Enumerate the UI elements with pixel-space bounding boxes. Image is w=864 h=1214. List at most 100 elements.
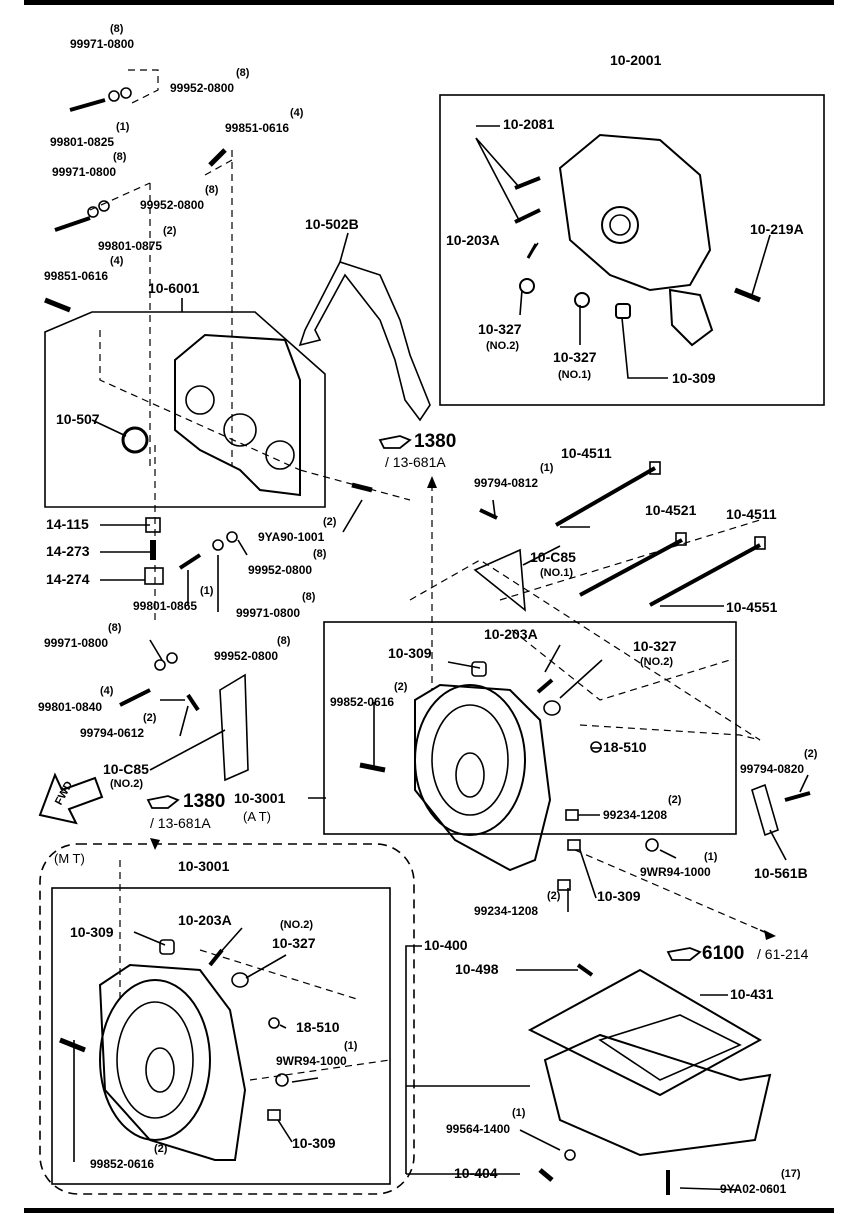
rear-housing-mt-box [51,887,391,1185]
part-number-label: 99851-0616 [44,269,109,283]
quantity-label: (1) [344,1040,358,1052]
mt-dashed-outline [39,843,415,1195]
part-number-label: 10-309 [70,924,114,940]
part-number-label: 10-219A [750,221,804,237]
quantity-label: (2) [394,681,408,693]
part-number-label: 99234-1208 [474,904,539,918]
part-number-label: 10-400 [424,937,468,953]
reference-number: 1380 [183,791,226,812]
part-number-label: 99851-0616 [225,121,290,135]
part-number-label: 99952-0800 [248,563,313,577]
part-number-label: 10-327 [633,638,677,654]
part-number-label: 9YA02-0601 [720,1182,787,1196]
part-number-label: 99794-0612 [80,726,145,740]
part-variant-label: (NO.2) [280,919,313,931]
part-number-label: 99971-0800 [236,606,301,620]
part-number-label: 10-309 [388,645,432,661]
part-variant-label: (NO.1) [558,369,591,381]
part-number-label: 10-4511 [561,445,612,461]
part-number-label: 10-203A [446,232,500,248]
part-number-label: 99801-0825 [50,135,115,149]
part-number-label: 99971-0800 [44,636,109,650]
part-number-label: 99564-1400 [446,1122,511,1136]
quantity-label: (1) [200,585,214,597]
rear-housing-at-box [323,621,737,835]
part-variant-label: (NO.1) [540,567,573,579]
quantity-label: (2) [804,748,818,760]
part-number-label: 18-510 [296,1019,340,1035]
part-number-label: 10-2081 [503,116,555,132]
quantity-label: (4) [290,107,304,119]
part-number-label: 10-309 [292,1135,336,1151]
front-housing-box [44,311,326,508]
reference-section: / 13-681A [150,815,211,831]
ref-pointer-icon [378,435,412,449]
quantity-label: (8) [110,23,124,35]
part-number-label: 9WR94-1000 [640,865,711,879]
part-number-label: 10-309 [597,888,641,904]
front-cover-box [439,94,825,406]
part-number-label: 99952-0800 [140,198,205,212]
reference-number: 6100 [702,943,745,964]
part-number-label: 99971-0800 [52,165,117,179]
part-number-label: 10-203A [178,912,232,928]
part-variant-label: (NO.2) [486,340,519,352]
part-number-label: 10-309 [672,370,716,386]
quantity-label: (4) [110,255,124,267]
part-number-label: 10-327 [553,349,597,365]
quantity-label: (8) [277,635,291,647]
part-number-label: 10-4511 [726,506,777,522]
part-number-label: 99234-1208 [603,808,668,822]
quantity-label: (1) [540,462,554,474]
part-number-label: 10-404 [454,1165,498,1181]
part-number-label: 10-4521 [645,502,697,518]
part-number-label: 10-6001 [148,280,200,296]
top-border [24,0,834,5]
bottom-border [24,1208,834,1213]
part-number-label: 14-273 [46,543,90,559]
quantity-label: (8) [113,151,127,163]
quantity-label: (8) [302,591,316,603]
part-variant-label: (NO.2) [110,778,143,790]
quantity-label: (2) [163,225,177,237]
ref-pointer-icon [146,795,180,809]
quantity-label: (8) [205,184,219,196]
quantity-label: (1) [512,1107,526,1119]
part-number-label: 99852-0616 [330,695,395,709]
part-number-label: 14-274 [46,571,90,587]
part-number-label: 10-4551 [726,599,778,615]
part-number-label: 99801-0840 [38,700,103,714]
part-number-label: 99794-0820 [740,762,805,776]
part-number-label: 10-431 [730,986,774,1002]
part-number-label: 10-C85 [530,549,576,565]
quantity-label: (8) [236,67,250,79]
part-number-label: 10-2001 [610,52,662,68]
part-number-label: 99952-0800 [170,81,235,95]
part-number-label: 10-C85 [103,761,149,777]
part-number-label: 10-203A [484,626,538,642]
part-number-label: 10-3001 [234,790,286,806]
quantity-label: (2) [547,890,561,902]
quantity-label: (2) [154,1143,168,1155]
ref-pointer-icon [666,947,702,961]
quantity-label: (4) [100,685,114,697]
part-number-label: 99801-0865 [133,599,198,613]
part-number-label: 14-115 [46,516,89,532]
quantity-label: (2) [323,516,337,528]
reference-number: 1380 [414,431,457,452]
quantity-label: (1) [704,851,718,863]
quantity-label: (8) [313,548,327,560]
reference-section: / 13-681A [385,454,446,470]
quantity-label: (2) [143,712,157,724]
part-number-label: 9WR94-1000 [276,1054,347,1068]
fwd-arrow-icon [38,772,104,825]
part-number-label: 9YA90-1001 [258,530,325,544]
part-number-label: 10-502B [305,216,359,232]
quantity-label: (2) [668,794,682,806]
part-number-label: 10-327 [272,935,316,951]
transmission-label: (A T) [243,809,271,824]
part-number-label: 18-510 [603,739,647,755]
part-number-label: 99801-0875 [98,239,163,253]
quantity-label: (17) [781,1168,801,1180]
part-number-label: 99971-0800 [70,37,135,51]
